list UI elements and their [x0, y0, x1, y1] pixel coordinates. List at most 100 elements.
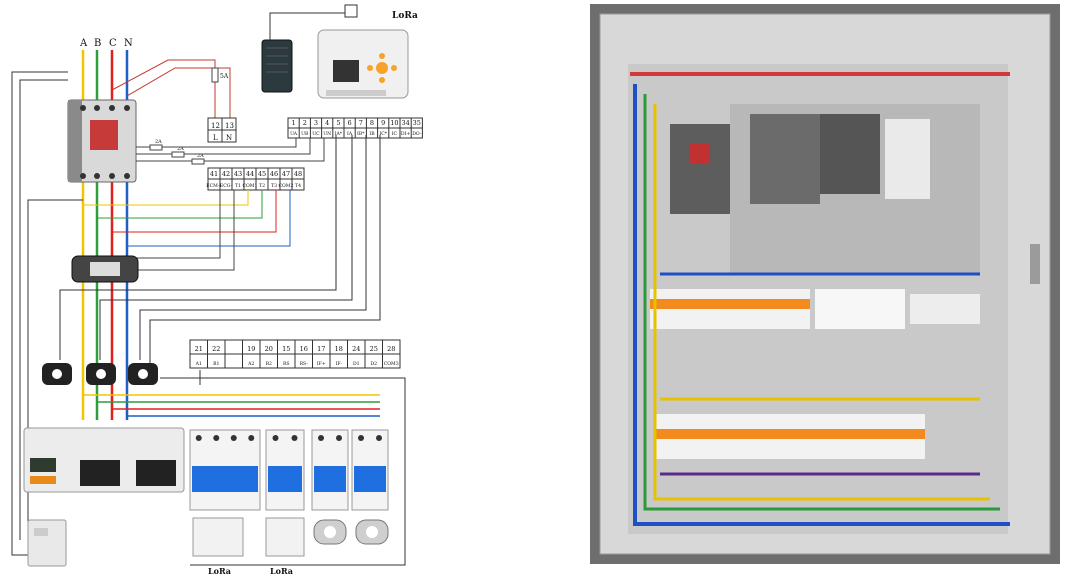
terminal-label: IF-	[336, 361, 343, 367]
terminal-number: 44	[246, 170, 254, 178]
smart-meter-breaker-combo	[23, 427, 185, 493]
terminal-label: T4	[295, 183, 301, 189]
phase-label-b: B	[94, 38, 101, 49]
terminal-screw	[248, 435, 255, 441]
branch-breakers	[189, 429, 389, 511]
terminal-number: 43	[234, 170, 242, 178]
terminal-screw	[291, 435, 298, 441]
terminal-number: 3	[314, 119, 318, 127]
breaker-handle-2	[268, 466, 302, 492]
phase-label-n: N	[124, 38, 133, 49]
terminal-number: 2	[303, 119, 307, 127]
terminal-number: 25	[370, 345, 378, 353]
temperature-sensor-module	[71, 255, 139, 283]
terminal-label: UN	[323, 131, 331, 137]
tb-num: 12	[211, 122, 220, 130]
terminal-label: UB	[301, 131, 309, 137]
terminal-label: IA*	[335, 131, 343, 137]
terminal-number: 48	[294, 170, 302, 178]
terminal-number: 41	[210, 170, 218, 178]
tb-label: L	[213, 134, 218, 142]
terminal-block-meter-inputs: 1UA2UB3UC4UN5IA*6IA7IB*8IB9IC*10IC34DI+3…	[287, 117, 423, 139]
ct-sensor-2	[355, 519, 389, 545]
terminal-number: 6	[348, 119, 352, 127]
terminal-label: IC*	[379, 131, 387, 137]
terminal-label: IB*	[357, 131, 365, 137]
tb-label: N	[226, 134, 232, 142]
fuse-label: 5A	[220, 73, 229, 80]
terminal-number: 8	[370, 119, 374, 127]
terminal-number: 10	[390, 119, 398, 127]
terminal-number: 9	[381, 119, 385, 127]
wiring-diagram: LoRa A B C N 5A 2A 2A 2A 12 13 L	[11, 4, 423, 576]
terminal-number: 5	[336, 119, 340, 127]
terminal-label: DO-	[412, 131, 422, 137]
terminal-number: 19	[247, 345, 255, 353]
terminal-number: 18	[335, 345, 343, 353]
terminal-screw	[376, 435, 382, 441]
terminal-label: ECG-	[220, 183, 233, 189]
phase-label-c: C	[109, 38, 117, 49]
phase-label-a: A	[79, 38, 88, 49]
lora-module-2: LoRa	[265, 517, 305, 576]
terminal-label: D2	[370, 361, 377, 367]
fuse-label-c: 2A	[197, 153, 204, 159]
breaker-handle-3	[314, 466, 346, 492]
terminal-label: T2	[259, 183, 265, 189]
terminal-screw	[358, 435, 364, 441]
terminal-label: RS-	[300, 361, 309, 367]
terminal-number: 1	[292, 119, 296, 127]
terminal-number: 46	[270, 170, 278, 178]
breaker-handle-1	[192, 466, 258, 492]
terminal-number: 20	[265, 345, 273, 353]
terminal-label: B1	[213, 361, 219, 367]
current-transformer-a	[42, 363, 72, 385]
ct-sensor-1	[313, 519, 347, 545]
lora-label-1: LoRa	[208, 566, 231, 576]
terminal-label: IF+	[317, 361, 326, 367]
terminal-label: B2	[266, 361, 272, 367]
breaker-handle-4	[354, 466, 386, 492]
terminal-label: COM3	[384, 361, 399, 367]
terminal-label: COM1	[243, 183, 258, 189]
terminal-screw	[336, 435, 342, 441]
fuse-label-a: 2A	[155, 139, 162, 145]
terminal-label: T1	[235, 183, 241, 189]
tb-num: 13	[225, 122, 234, 130]
gateway-small-module	[27, 519, 67, 567]
terminal-number: 17	[317, 345, 325, 353]
lora-module-1: LoRa	[192, 517, 244, 576]
terminal-label: IC	[392, 131, 398, 137]
terminal-label: UA	[290, 131, 298, 137]
terminal-block-power: 12 13 L N	[207, 117, 237, 143]
terminal-label: T3	[271, 183, 277, 189]
terminal-number: 16	[300, 345, 308, 353]
lora-logo-top: LoRa	[392, 11, 418, 21]
terminal-number: 35	[413, 119, 421, 127]
lora-collector-device	[317, 29, 409, 99]
lora-label-2: LoRa	[270, 566, 293, 576]
terminal-block-communication: 21A122B119A220B215RS16RS-17IF+18IF-24D12…	[189, 339, 401, 369]
terminal-screw	[318, 435, 324, 441]
terminal-number: 24	[352, 345, 360, 353]
terminal-number: 42	[222, 170, 230, 178]
fuse-label-b: 2A	[177, 146, 184, 152]
terminal-screw	[272, 435, 279, 441]
main-circuit-breaker	[67, 99, 137, 183]
terminal-number: 28	[387, 345, 395, 353]
terminal-label: COM2	[279, 183, 294, 189]
terminal-label: RS	[283, 361, 290, 367]
gateway-module	[261, 39, 293, 93]
terminal-screw	[213, 435, 220, 441]
terminal-number: 15	[282, 345, 290, 353]
current-transformer-c	[128, 363, 158, 385]
current-transformer-b	[86, 363, 116, 385]
terminal-label: A1	[195, 361, 202, 367]
terminal-number: 47	[282, 170, 290, 178]
terminal-label: UC	[312, 131, 320, 137]
terminal-label: DI+	[401, 131, 410, 137]
terminal-screw	[195, 435, 202, 441]
terminal-screw	[230, 435, 237, 441]
terminal-number: 34	[401, 119, 409, 127]
